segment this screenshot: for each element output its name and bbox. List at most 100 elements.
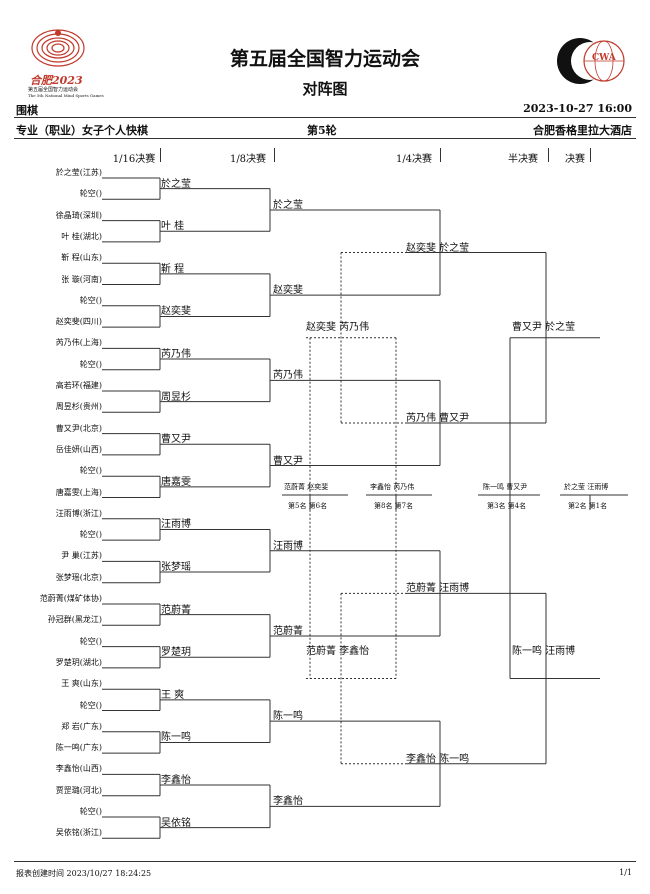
- player-entry: 高若环(福建): [55, 381, 102, 390]
- r16-winner: 汪雨博: [273, 540, 303, 552]
- logo-left-caption: 第五届全国智力运动会: [28, 87, 79, 93]
- qf-pair: 赵奕斐 於之莹: [406, 242, 470, 254]
- player-entry: 岳佳妍(山西): [55, 444, 102, 454]
- logo-left-caption-en: The 5th National Mind Sports Games: [28, 93, 104, 98]
- r32-winner: 吴依铭: [161, 817, 191, 829]
- r32-winner: 於之莹: [161, 178, 191, 190]
- cwa-globe-icon: [557, 38, 625, 84]
- info-divider: [14, 138, 636, 139]
- r16-winner: 赵奕斐: [273, 285, 303, 297]
- page-subtitle: 对阵图: [302, 80, 348, 98]
- placement-label: 李鑫怡 芮乃伟: [370, 483, 415, 491]
- r32-winner: 靳 程: [161, 263, 185, 275]
- round-header-r32: 1/16决赛: [112, 154, 156, 165]
- sport-label: 围棋: [16, 104, 38, 117]
- placement-label: 陈一鸣 曹又尹: [483, 483, 528, 491]
- header-tick: [590, 148, 591, 162]
- cwa-logo: CWA: [556, 36, 632, 86]
- footer-divider: [14, 861, 636, 862]
- placement-ranks: 第5名 第6名: [288, 502, 328, 510]
- player-entry: 叶 桂(湖北): [61, 231, 102, 241]
- datetime-label: 2023-10-27 16:00: [523, 102, 632, 115]
- r32-winner: 陈一鸣: [161, 732, 191, 744]
- player-entry: 轮空(): [79, 189, 102, 199]
- player-entry: 王 爽(山东): [61, 679, 102, 689]
- player-entry: 轮空(): [79, 295, 102, 305]
- round-header-sf: 半决赛: [508, 154, 538, 165]
- games-logo: 合肥2023 第五届全国智力运动会 The 5th National Mind …: [28, 26, 104, 100]
- header-tick: [274, 148, 275, 162]
- r32-winner: 赵奕斐: [161, 306, 191, 318]
- page-title: 第五届全国智力运动会: [229, 48, 420, 70]
- player-entry: 罗楚玥(湖北): [55, 657, 102, 667]
- header-tick: [440, 148, 441, 162]
- player-entry: 於之莹(江苏): [55, 168, 102, 177]
- round-header-r16: 1/8决赛: [229, 154, 267, 165]
- footer-created: 报表创建时间 2023/10/27 18:24:25: [16, 869, 152, 878]
- round-header-final: 决赛: [565, 154, 585, 165]
- r32-winner: 李鑫怡: [161, 775, 191, 787]
- qf-pair: 芮乃伟 曹又尹: [406, 412, 470, 424]
- r32-winner: 曹又尹: [161, 434, 191, 446]
- player-entry: 李鑫怡(山西): [55, 764, 102, 774]
- event-label: 专业（职业）女子个人快棋: [16, 124, 148, 137]
- player-entry: 徐晶琦(深圳): [55, 210, 102, 220]
- player-entry: 郑 岩(广东): [61, 721, 102, 731]
- r32-winner: 张梦瑶: [161, 562, 191, 574]
- r32-winner: 罗楚玥: [161, 647, 191, 659]
- placement-ranks: 第2名 第1名: [568, 502, 608, 510]
- player-entry: 轮空(): [79, 530, 102, 540]
- venue-label: 合肥香格里拉大酒店: [533, 124, 632, 137]
- header-tick: [548, 148, 549, 162]
- player-entry: 轮空(): [79, 700, 102, 710]
- qf-pair: 范蔚菁 汪雨博: [406, 583, 470, 595]
- placement-ranks: 第3名 第4名: [487, 502, 527, 510]
- player-entry: 尹 巢(江苏): [61, 551, 102, 561]
- player-entry: 赵奕斐(四川): [55, 317, 102, 327]
- player-entry: 轮空(): [79, 636, 102, 646]
- logo-left-text: 合肥2023: [30, 74, 83, 87]
- r32-winner: 范蔚菁: [161, 604, 191, 616]
- r32-winner: 王 爽: [161, 689, 185, 701]
- player-entry: 陈一鸣(广东): [55, 743, 102, 753]
- player-entry: 周昱杉(贵州): [55, 402, 102, 412]
- player-entry: 曹又尹(北京): [55, 423, 102, 433]
- r32-winner: 周昱杉: [161, 391, 191, 403]
- placement-pair-bottom: 范蔚菁 李鑫怡: [306, 646, 370, 657]
- player-entry: 汪雨博(浙江): [55, 508, 102, 518]
- placement-label: 於之莹 汪雨博: [564, 483, 609, 491]
- placement-label: 范蔚菁 赵奕斐: [284, 483, 329, 491]
- r16-winner: 范蔚菁: [273, 625, 303, 637]
- player-entry: 孙冠群(黑龙江): [47, 615, 102, 625]
- placement-ranks: 第8名 第7名: [374, 502, 414, 510]
- player-entry: 轮空(): [79, 466, 102, 476]
- r16-winner: 芮乃伟: [273, 370, 303, 382]
- sf-pair-bottom: 陈一鸣 汪雨博: [512, 646, 576, 657]
- round-label: 第5轮: [307, 124, 337, 137]
- player-entry: 唐嘉雯(上海): [55, 487, 102, 497]
- r32-winner: 唐嘉雯: [161, 476, 191, 488]
- r16-winner: 陈一鸣: [273, 711, 303, 723]
- player-entry: 芮乃伟(上海): [55, 338, 102, 348]
- header-divider: [14, 117, 636, 118]
- player-entry: 靳 程(山东): [61, 253, 102, 263]
- sf-pair-top: 曹又尹 於之莹: [512, 322, 576, 333]
- player-entry: 范蔚菁(煤矿体协): [39, 594, 102, 603]
- r32-winner: 叶 桂: [161, 221, 185, 233]
- r32-winner: 汪雨博: [161, 519, 191, 531]
- header-tick: [160, 148, 161, 162]
- logo-right-text: CWA: [592, 53, 616, 63]
- player-entry: 贾罡璐(河北): [55, 785, 102, 795]
- qf-pair: 李鑫怡 陈一鸣: [406, 753, 470, 765]
- placement-pair-top: 赵奕斐 芮乃伟: [306, 322, 370, 333]
- player-entry: 张梦瑶(北京): [55, 572, 102, 582]
- r16-winner: 曹又尹: [273, 455, 303, 467]
- r16-winner: 李鑫怡: [273, 796, 303, 808]
- flower-emblem-icon: [31, 29, 85, 67]
- r16-winner: 於之莹: [273, 199, 303, 211]
- player-entry: 轮空(): [79, 359, 102, 369]
- round-header-qf: 1/4决赛: [395, 154, 433, 165]
- player-entry: 轮空(): [79, 807, 102, 816]
- r32-winner: 芮乃伟: [161, 349, 191, 361]
- footer-page: 1/1: [619, 868, 632, 877]
